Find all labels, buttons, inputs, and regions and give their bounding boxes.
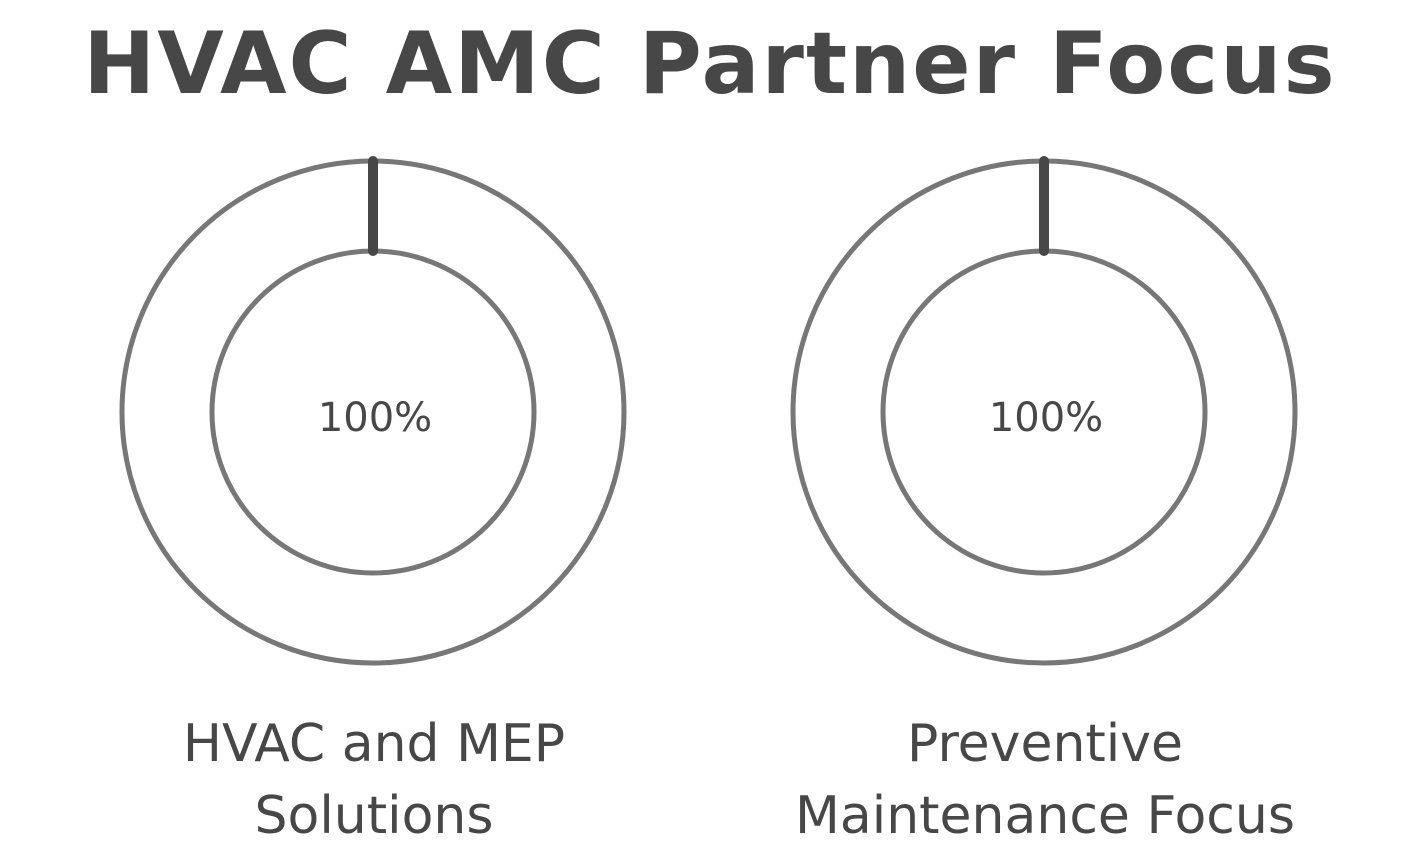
caption-line-1: HVAC and MEP [182, 714, 566, 774]
caption-hvac-mep: HVAC and MEP Solutions [64, 708, 684, 852]
caption-preventive-maintenance: Preventive Maintenance Focus [735, 708, 1355, 852]
percent-label: 100% [317, 395, 433, 441]
donut-ring [790, 156, 1298, 666]
caption-line-2: Maintenance Focus [795, 786, 1295, 846]
percent-label: 100% [988, 395, 1104, 441]
donut-ring [119, 156, 627, 666]
caption-line-1: Preventive [907, 714, 1183, 774]
donut-chart-preventive-maintenance: 100% [786, 150, 1306, 680]
donut-chart-hvac-mep: 100% [115, 150, 635, 680]
caption-line-2: Solutions [254, 786, 494, 846]
chart-title: HVAC AMC Partner Focus [83, 14, 1337, 114]
